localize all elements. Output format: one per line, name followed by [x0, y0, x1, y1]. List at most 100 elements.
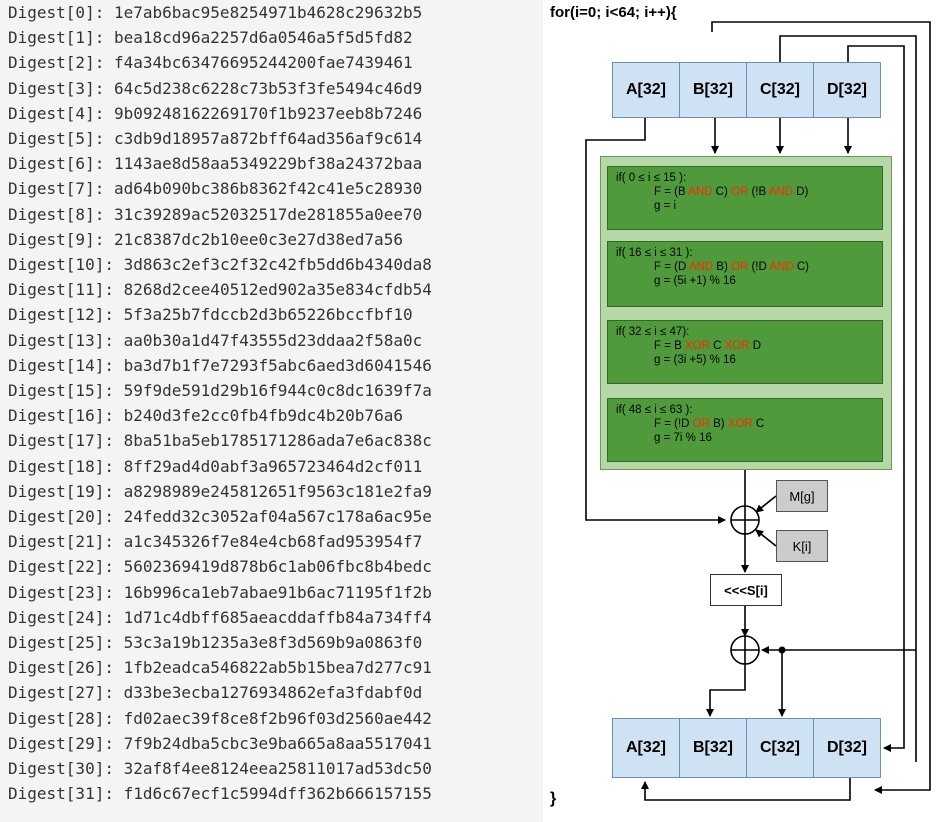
- logic-operator: AND: [688, 261, 714, 273]
- formula-text: F = B: [654, 340, 685, 352]
- feedback-line-c: [847, 45, 905, 752]
- register-bottom-1: B[32]: [679, 718, 747, 778]
- digest-label: Digest[5]:: [8, 129, 105, 148]
- ki-to-adder: [755, 529, 777, 547]
- digest-value: aa0b30a1d47f43555d23ddaa2f58a0c: [123, 330, 423, 350]
- digest-value: 1fb2eadca546822ab5b15bea7d277c91: [123, 658, 432, 678]
- digest-row: Digest[22]: 5602369419d878b6c1ab06fbc8b4…: [8, 557, 432, 577]
- function-index: g = 7i % 16: [654, 432, 712, 444]
- digest-row: Digest[20]: 24fedd32c3052af04a567c178a6a…: [8, 507, 432, 527]
- digest-row: Digest[23]: 16b996ca1eb7abae91b6ac71195f…: [8, 583, 432, 603]
- digest-row: Digest[12]: 5f3a25b7fdccb2d3b65226bccfbf…: [8, 305, 413, 325]
- digest-value: 32af8f4ee8124eea25811017ad53dc50: [123, 759, 432, 778]
- register-top-1: B[32]: [679, 62, 747, 118]
- digest-value: 9b09248162269170f1b9237eeb8b7246: [113, 103, 423, 123]
- digest-row: Digest[18]: 8ff29ad4d0abf3a965723464d2cf…: [8, 457, 422, 477]
- logic-operator: AND: [768, 186, 793, 198]
- message-word-box: M[g]: [776, 480, 828, 512]
- digest-label: Digest[20]:: [8, 507, 114, 526]
- digest-value: 1e7ab6bac95e8254971b4628c29632b5: [113, 3, 423, 22]
- digest-label: Digest[6]:: [8, 154, 105, 174]
- digest-row: Digest[25]: 53c3a19b1235a3e8f3d569b9a086…: [8, 633, 422, 653]
- digest-label: Digest[31]:: [8, 784, 114, 804]
- digest-label: Digest[2]:: [8, 53, 105, 73]
- function-condition: if( 32 ≤ i ≤ 47):: [616, 326, 690, 338]
- digest-value: b240d3fe2cc0fb4fb9dc4b20b76a6: [123, 406, 403, 426]
- rotate-box: <<<S[i]: [710, 574, 782, 606]
- digest-value: d33be3ecba1276934862efa3fdabf0d: [123, 683, 423, 703]
- formula-text: B): [713, 261, 731, 273]
- digest-row: Digest[1]: bea18cd96a2257d6a0546a5f5d5fd…: [8, 28, 413, 48]
- digest-value: 8ff29ad4d0abf3a965723464d2cf011: [123, 456, 423, 476]
- register-bottom-0: A[32]: [612, 718, 680, 778]
- logic-operator: OR: [731, 186, 749, 198]
- digest-value: 1143ae8d58aa5349229bf38a24372baa: [113, 154, 423, 174]
- round-function-box: if( 0 ≤ i ≤ 15 ):F = (B AND C) OR (!B AN…: [607, 166, 883, 230]
- logic-operator: AND: [769, 261, 794, 273]
- register-top-0: A[32]: [612, 62, 680, 118]
- digest-label: Digest[4]:: [8, 103, 105, 123]
- formula-text: D: [749, 340, 762, 352]
- digest-listing: Digest[0]: 1e7ab6bac95e8254971b4628c2963…: [0, 0, 543, 822]
- digest-value: ba3d7b1f7e7293f5abc6aed3d6041546: [123, 355, 432, 375]
- digest-row: Digest[6]: 1143ae8d58aa5349229bf38a24372…: [8, 154, 422, 174]
- formula-text: F = (D: [654, 261, 689, 273]
- digest-value: 3d863c2ef3c2f32c42fb5dd6b4340da8: [123, 255, 432, 274]
- digest-row: Digest[21]: a1c345326f7e84e4cb68fad95395…: [8, 532, 422, 552]
- register-bottom-3: D[32]: [813, 718, 881, 778]
- digest-row: Digest[11]: 8268d2cee40512ed902a35e834cf…: [8, 280, 432, 300]
- formula-text: C): [793, 261, 809, 273]
- digest-value: bea18cd96a2257d6a0546a5f5d5fd82: [113, 28, 413, 48]
- mg-to-adder: [755, 495, 777, 513]
- digest-value: ad64b090bc386b8362f42c41e5c28930: [113, 179, 423, 199]
- digest-label: Digest[8]:: [8, 204, 105, 224]
- function-index: g = (3i +5) % 16: [654, 354, 736, 366]
- function-formula: F = (!D OR B) XOR C: [616, 417, 874, 431]
- digest-value: f4a34bc63476695244200fae7439461: [113, 53, 413, 73]
- digest-row: Digest[24]: 1d71c4dbff685aeacddaffb84a73…: [8, 608, 432, 628]
- digest-label: Digest[14]:: [8, 355, 114, 375]
- digest-row: Digest[3]: 64c5d238c6228c73b53f3fe5494c4…: [8, 79, 422, 99]
- digest-row: Digest[26]: 1fb2eadca546822ab5b15bea7d27…: [8, 658, 432, 678]
- digest-value: 1d71c4dbff685aeacddaffb84a734ff4: [123, 607, 432, 627]
- formula-text: C: [752, 418, 765, 430]
- function-condition: if( 0 ≤ i ≤ 15 ):: [616, 172, 687, 184]
- loop-header: for(i=0; i<64; i++){: [550, 4, 677, 21]
- digest-value: 21c8387dc2b10ee0c3e27d38ed7a56: [113, 229, 403, 249]
- digest-row: Digest[28]: fd02aec39f8ce8f2b96f03d2560a…: [8, 709, 432, 729]
- digest-value: 7f9b24dba5cbc3e9ba665a8aa5517041: [123, 733, 432, 753]
- digest-row: Digest[17]: 8ba51ba5eb1785171286ada7e6ac…: [8, 431, 432, 451]
- digest-row: Digest[29]: 7f9b24dba5cbc3e9ba665a8aa551…: [8, 734, 432, 754]
- digest-row: Digest[0]: 1e7ab6bac95e8254971b4628c2963…: [8, 3, 422, 23]
- digest-label: Digest[1]:: [8, 28, 105, 48]
- logic-operator: XOR: [724, 340, 750, 352]
- digest-value: 64c5d238c6228c73b53f3fe5494c46d9: [113, 78, 423, 98]
- function-condition: if( 48 ≤ i ≤ 63 ):: [616, 404, 693, 416]
- digest-row: Digest[27]: d33be3ecba1276934862efa3fdab…: [8, 683, 422, 703]
- digest-row: Digest[16]: b240d3fe2cc0fb4fb9dc4b20b76a…: [8, 406, 403, 426]
- digest-value: 53c3a19b1235a3e8f3d569b9a0863f0: [123, 633, 423, 652]
- digest-row: Digest[5]: c3db9d18957a872bff64ad356af9c…: [8, 129, 422, 149]
- digest-row: Digest[13]: aa0b30a1d47f43555d23ddaa2f58…: [8, 331, 422, 351]
- digest-row: Digest[19]: a8298989e245812651f9563c181e…: [8, 482, 432, 502]
- digest-row: Digest[7]: ad64b090bc386b8362f42c41e5c28…: [8, 179, 422, 199]
- digest-label: Digest[22]:: [8, 557, 114, 577]
- logic-operator: AND: [688, 186, 713, 198]
- formula-text: (!B: [748, 186, 769, 198]
- digest-label: Digest[15]:: [8, 381, 114, 400]
- digest-value: 5f3a25b7fdccb2d3b65226bccfbf10: [123, 305, 413, 325]
- closing-brace: }: [550, 790, 557, 807]
- digest-value: c3db9d18957a872bff64ad356af9c614: [113, 129, 423, 148]
- digest-value: 59f9de591d29b16f944c0c8dc1639f7a: [123, 381, 432, 400]
- formula-text: B): [709, 418, 728, 430]
- arrow-a: [585, 118, 726, 524]
- bottom-loop: [641, 778, 851, 801]
- digest-label: Digest[19]:: [8, 481, 114, 501]
- logic-operator: OR: [731, 261, 749, 273]
- register-bottom-2: C[32]: [746, 718, 814, 778]
- digest-label: Digest[23]:: [8, 582, 114, 602]
- digest-row: Digest[8]: 31c39289ac52032517de281855a0e…: [8, 205, 422, 225]
- digest-value: a8298989e245812651f9563c181e2fa9: [123, 481, 432, 501]
- formula-text: (!D: [748, 261, 770, 273]
